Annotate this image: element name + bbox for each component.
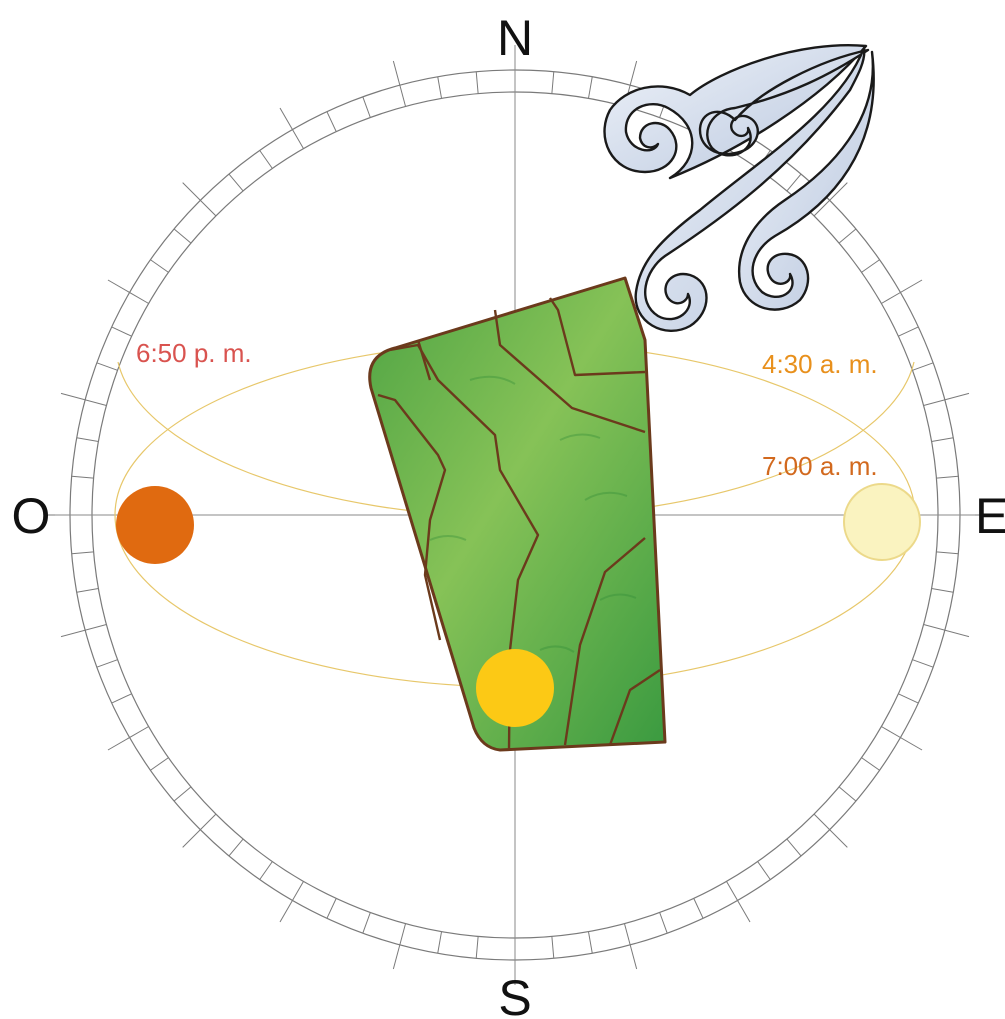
compass-major-tick <box>60 623 107 638</box>
compass-major-tick <box>726 881 751 923</box>
compass-minor-tick <box>96 362 118 371</box>
compass-major-tick <box>923 392 970 407</box>
compass-minor-tick <box>326 111 337 132</box>
compass-minor-tick <box>362 912 371 934</box>
compass-minor-tick <box>936 551 959 555</box>
compass-minor-tick <box>96 659 118 668</box>
compass-minor-tick <box>228 838 244 857</box>
compass-minor-tick <box>362 96 371 118</box>
compass-minor-tick <box>551 71 555 94</box>
sunset-time-label: 6:50 p. m. <box>136 338 252 368</box>
compass-major-tick <box>623 923 638 970</box>
compass-minor-tick <box>71 551 94 555</box>
compass-minor-tick <box>931 587 954 593</box>
compass-major-tick <box>813 182 848 217</box>
compass-minor-tick <box>757 861 771 880</box>
compass-minor-tick <box>150 757 169 771</box>
compass-minor-tick <box>861 259 880 273</box>
compass-major-tick <box>392 60 407 107</box>
compass-minor-tick <box>150 259 169 273</box>
suns <box>116 483 921 727</box>
compass-minor-tick <box>912 659 934 668</box>
compass-minor-tick <box>912 362 934 371</box>
sunrise-early-time-label: 4:30 a. m. <box>762 349 878 379</box>
compass-major-tick <box>392 923 407 970</box>
compass-minor-tick <box>475 71 479 94</box>
compass-major-tick <box>182 813 217 848</box>
north-label: N <box>497 10 533 66</box>
compass-minor-tick <box>587 76 593 99</box>
compass-minor-tick <box>936 475 959 479</box>
compass-minor-tick <box>587 931 593 954</box>
compass-minor-tick <box>173 228 192 244</box>
compass-minor-tick <box>173 786 192 802</box>
sunrise-time-label: 7:00 a. m. <box>762 451 878 481</box>
compass-minor-tick <box>326 898 337 919</box>
compass-minor-tick <box>786 838 802 857</box>
wind-swirl-icon <box>603 44 875 332</box>
compass-minor-tick <box>76 587 99 593</box>
terrain-plot-icon <box>368 276 667 752</box>
compass-minor-tick <box>551 936 555 959</box>
compass-major-tick <box>107 726 149 751</box>
compass-minor-tick <box>838 786 857 802</box>
compass-minor-tick <box>475 936 479 959</box>
compass-major-tick <box>279 881 304 923</box>
compass-major-tick <box>923 623 970 638</box>
compass-minor-tick <box>111 693 132 704</box>
sun-east-icon <box>843 483 921 561</box>
compass-minor-tick <box>76 437 99 443</box>
compass-minor-tick <box>838 228 857 244</box>
compass-major-tick <box>881 279 923 304</box>
sun-south-icon <box>476 649 554 727</box>
compass-major-tick <box>813 813 848 848</box>
compass-minor-tick <box>71 475 94 479</box>
south-label: S <box>498 970 531 1019</box>
compass-minor-tick <box>861 757 880 771</box>
compass-minor-tick <box>259 150 273 169</box>
compass-minor-tick <box>228 173 244 192</box>
compass-minor-tick <box>786 173 802 192</box>
compass-minor-tick <box>437 931 443 954</box>
compass-minor-tick <box>931 437 954 443</box>
compass-minor-tick <box>693 898 704 919</box>
compass-minor-tick <box>898 693 919 704</box>
compass-minor-tick <box>259 861 273 880</box>
compass-major-tick <box>279 107 304 149</box>
compass-major-tick <box>881 726 923 751</box>
compass-major-tick <box>60 392 107 407</box>
west-label: O <box>12 488 51 544</box>
compass-major-tick <box>107 279 149 304</box>
compass-major-tick <box>182 182 217 217</box>
compass-minor-tick <box>111 326 132 337</box>
east-label: E <box>975 488 1005 544</box>
compass-minor-tick <box>659 912 668 934</box>
compass-minor-tick <box>898 326 919 337</box>
sun-west-icon <box>116 486 194 564</box>
compass-minor-tick <box>437 76 443 99</box>
